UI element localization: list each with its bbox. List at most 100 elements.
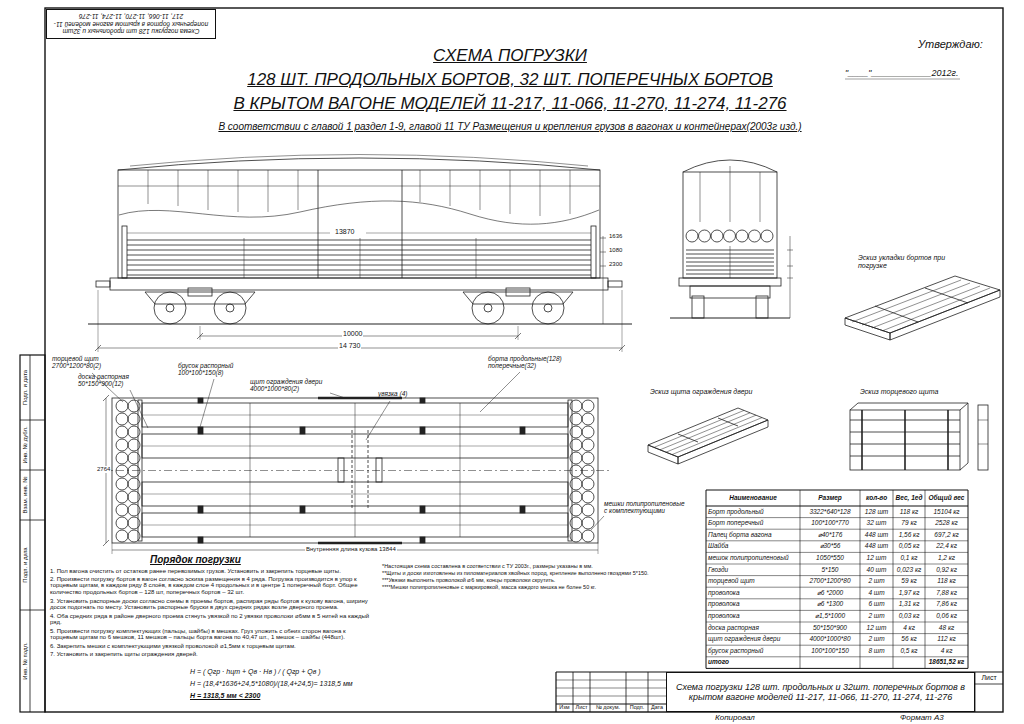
table-grid-line [706, 610, 968, 611]
table-cell: 4 кг [927, 647, 966, 654]
sheet-frame [626, 672, 627, 712]
wagon-side-view [591, 226, 596, 278]
table-grid [706, 490, 968, 668]
loading-step: 7. Установить и закрепить щиты ограждени… [50, 651, 370, 658]
table-cell: 112 кг [927, 635, 966, 642]
sheet-frame [45, 8, 1003, 712]
wagon-end-view [749, 230, 761, 242]
wagon-plan-view [116, 400, 128, 412]
table-cell: 56 кг [895, 635, 923, 642]
table-grid-line [893, 490, 894, 668]
title-line: 128 ШТ. ПРОДОЛЬНЫХ БОРТОВ, 32 ШТ. ПОПЕРЕ… [160, 70, 860, 90]
title-line: В КРЫТОМ ВАГОНЕ МОДЕЛЕЙ 11-217, 11-066, … [160, 94, 860, 114]
wagon-side-view [544, 304, 552, 312]
table-cell: 1,2 кг [927, 554, 966, 561]
table-cell: 2700*1200*80 [802, 577, 858, 584]
end-shield-sketch [968, 403, 969, 463]
leader-line [200, 379, 214, 427]
loading-sketch [875, 306, 918, 322]
leader-line [92, 372, 604, 530]
dimension: 1636 [609, 233, 622, 240]
end-shield-sketch [978, 405, 988, 470]
sheet-frame [20, 610, 45, 611]
table-cell: 0,03 кг [895, 612, 923, 619]
dimension: 13870 [334, 228, 355, 236]
stamp-label: Подп. и дата [20, 520, 30, 610]
sketch-title: Эскиз торцевого щита [860, 388, 938, 396]
sheet-cell-label: Лист [975, 674, 1003, 682]
table-cell: 5*150 [802, 566, 858, 573]
wagon-side-view [532, 292, 564, 324]
table-grid-line [706, 490, 968, 491]
table-cell: 8 шт [862, 647, 891, 654]
footnote: **Щиты и доски изготовлены из пиломатери… [382, 570, 698, 576]
wagon-side-view [420, 170, 421, 202]
loading-sketch [845, 276, 1000, 340]
table-cell: проволока [708, 612, 798, 619]
wagon-side-view [95, 345, 101, 351]
loading-sketch [882, 288, 990, 331]
wagon-side-view [127, 275, 591, 276]
end-shield-sketch [850, 444, 960, 445]
table-cell: мешок полипропиленовый [708, 554, 798, 561]
wagon-end-view [787, 266, 793, 267]
door-shield-sketch [678, 434, 698, 442]
sheet-frame [20, 8, 1003, 712]
sketch-title: Эскиз щита ограждения двери [650, 388, 752, 396]
part-label: борта продольные(128) поперечные(32) [488, 355, 600, 370]
sheet-frame [590, 672, 591, 712]
table-cell: 4 кг [895, 624, 923, 631]
wagon-plan-view [116, 478, 128, 490]
wagon-end-view [730, 246, 731, 278]
table-cell: Борт поперечный [708, 519, 798, 526]
wagon-side-view [484, 304, 492, 312]
table-cell: 1,31 кг [895, 600, 923, 607]
sheet-frame [648, 672, 649, 712]
end-shield-sketch [850, 420, 960, 421]
wagon-side-view [96, 281, 110, 287]
table-cell: 50*150*900 [802, 624, 858, 631]
table-grid-line [706, 656, 968, 657]
dimension: 10000 [342, 330, 363, 338]
wagon-side-view [122, 226, 127, 278]
loading-sketch [852, 280, 961, 322]
wagon-end-view [787, 278, 793, 279]
end-shield-sketch [947, 410, 949, 470]
wagon-side-view [154, 292, 186, 324]
loading-sketch [845, 318, 890, 340]
table-grid-line [800, 490, 801, 668]
footnote: ***Увязки выполнить проволокой ⌀6 мм, ко… [382, 577, 698, 583]
table-grid-line [925, 490, 926, 668]
wagon-side-view [472, 292, 504, 324]
table-grid-line [706, 490, 707, 668]
wagon-side-view [200, 326, 201, 340]
wagon-plan-view [582, 530, 594, 542]
door-shield-sketch [648, 408, 768, 457]
wagon-end-view [760, 172, 761, 222]
wagon-side-view [510, 170, 511, 214]
sheet-format: Формат А3 [900, 713, 944, 722]
wagon-side-view [506, 288, 530, 296]
wagon-plan-view [582, 400, 594, 412]
end-shield-sketch [850, 456, 960, 457]
wagon-side-view [268, 170, 269, 212]
table-cell: 0,06 кг [927, 612, 966, 619]
leader-line [591, 516, 604, 530]
wagon-plan-view [116, 426, 128, 438]
table-cell: 22,4 кг [927, 542, 966, 549]
loading-sketch [862, 283, 970, 325]
stamp-label: Инв. № подл. [20, 610, 30, 712]
wagon-end-view [730, 166, 731, 222]
wagon-plan-view [116, 413, 128, 425]
table-grid-line [706, 529, 968, 530]
part-label: щит ограждения двери 4000*1000*80(2) [250, 378, 330, 393]
leader-line [366, 401, 390, 440]
wagon-plan-view [582, 517, 594, 529]
stamp-label: Взам. инв. № [20, 470, 30, 520]
table-grid-line [706, 564, 968, 565]
drawing-title: СХЕМА ПОГРУЗКИ [160, 46, 860, 66]
loading-sketch [845, 276, 1000, 333]
table-cell: 6 шт [862, 600, 891, 607]
end-shield-sketch [850, 403, 988, 470]
table-cell: 1,97 кг [895, 589, 923, 596]
